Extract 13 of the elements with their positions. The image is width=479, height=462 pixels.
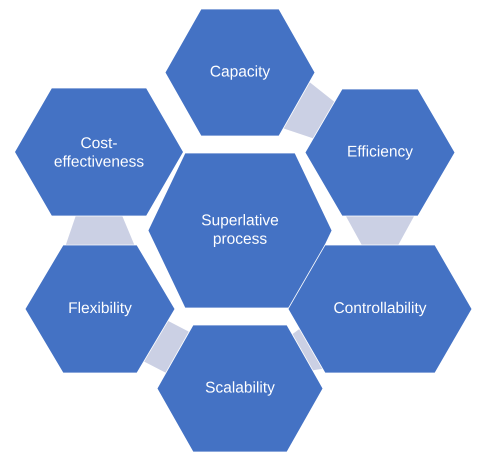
hexagon: Cost-effectiveness [14, 88, 184, 216]
connector-band [66, 216, 134, 245]
hexagon: Controllability [288, 244, 472, 374]
hexagon: Efficiency [304, 88, 456, 216]
connector-band [346, 216, 414, 245]
hexagon: Capacity [164, 8, 316, 136]
hexagon: Scalability [156, 324, 324, 452]
connector-band [284, 82, 334, 138]
connector-band [292, 329, 322, 370]
hexagon: Superlative process [148, 152, 332, 308]
node-label: Controllability [334, 302, 426, 316]
connector-band [144, 321, 189, 373]
hexagon: Flexibility [24, 244, 176, 374]
